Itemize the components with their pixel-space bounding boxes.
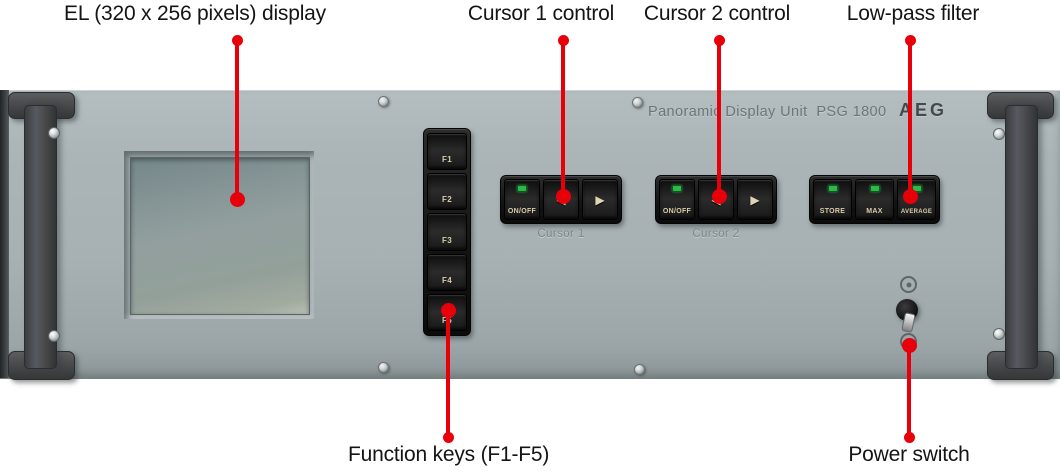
max-key[interactable]: MAX <box>855 179 894 220</box>
f2-key-label: F2 <box>442 195 452 205</box>
led-indicator-icon <box>869 185 880 192</box>
average-key-label: AVERAGE <box>900 209 933 215</box>
indicator-dot-icon <box>906 282 911 287</box>
function-key-block: F1 F2 F3 F4 F5 <box>423 128 471 336</box>
callout-dot <box>905 35 916 46</box>
callout-dot <box>443 432 454 443</box>
chassis-left-edge <box>0 90 9 378</box>
cursor2-onoff-key[interactable]: ON/OFF <box>659 179 695 220</box>
el-display-screen <box>130 157 310 315</box>
callout-dot <box>230 192 245 207</box>
f2-key[interactable]: F2 <box>427 173 467 211</box>
led-indicator-icon <box>517 185 527 192</box>
max-key-label: MAX <box>866 208 883 215</box>
led-indicator-icon <box>827 185 838 192</box>
cursor1-right-key[interactable]: ▶ <box>582 179 618 220</box>
store-key[interactable]: STORE <box>813 179 852 220</box>
store-key-label: STORE <box>819 208 846 215</box>
callout-dot <box>441 303 456 318</box>
screw-icon <box>634 364 645 375</box>
callout-dot <box>712 189 727 204</box>
right-arrow-icon: ▶ <box>595 193 605 207</box>
callout-dot <box>903 189 918 204</box>
screw-icon <box>632 97 643 108</box>
f4-key[interactable]: F4 <box>427 253 467 291</box>
screw-icon <box>993 328 1005 340</box>
screw-icon <box>378 96 389 107</box>
screw-icon <box>48 330 60 342</box>
right-arrow-icon: ▶ <box>750 193 760 207</box>
cursor1-caption: Cursor 1 <box>537 228 585 240</box>
callout-line-lowpass <box>908 40 912 196</box>
label-el-display: EL (320 x 256 pixels) display <box>64 2 326 25</box>
f1-key-label: F1 <box>442 155 452 165</box>
callout-dot <box>714 35 725 46</box>
callout-dot <box>558 35 569 46</box>
callout-line-cursor1 <box>561 40 565 196</box>
led-indicator-icon <box>672 185 682 192</box>
indicator-ring-icon <box>900 276 917 293</box>
callout-line-power-switch <box>907 347 911 436</box>
cursor1-onoff-label: ON/OFF <box>507 208 537 215</box>
callout-dot <box>232 35 243 46</box>
screw-icon <box>48 127 60 139</box>
callout-line-cursor2 <box>717 40 721 196</box>
screw-icon <box>378 362 389 373</box>
f4-key-label: F4 <box>442 275 452 285</box>
label-cursor2-control: Cursor 2 control <box>643 2 791 25</box>
callout-dot <box>556 189 571 204</box>
label-power-switch: Power switch <box>848 443 970 466</box>
cursor2-caption: Cursor 2 <box>692 228 740 240</box>
cursor2-right-key[interactable]: ▶ <box>737 179 773 220</box>
filter-key-block: STORE MAX AVERAGE <box>809 175 940 224</box>
f3-key-label: F3 <box>442 235 452 245</box>
screw-icon <box>993 128 1005 140</box>
callout-line-el-display <box>235 40 239 199</box>
callout-line-function-keys <box>446 312 450 436</box>
f3-key[interactable]: F3 <box>427 213 467 251</box>
model-text: Panoramic Display Unit PSG 1800 <box>648 104 887 120</box>
f1-key[interactable]: F1 <box>427 133 467 171</box>
cursor2-onoff-label: ON/OFF <box>662 208 692 215</box>
cursor1-onoff-key[interactable]: ON/OFF <box>504 179 540 220</box>
label-function-keys: Function keys (F1-F5) <box>348 443 550 466</box>
label-cursor1-control: Cursor 1 control <box>467 2 615 25</box>
cursor1-key-block: ON/OFF ◀ ▶ <box>500 175 622 224</box>
left-handle-bar <box>24 105 57 369</box>
right-handle-bar <box>1005 105 1038 369</box>
brand-logo: AEG <box>899 100 948 120</box>
callout-dot <box>902 338 917 353</box>
label-lowpass-filter: Low-pass filter <box>846 2 980 25</box>
callout-dot <box>904 432 915 443</box>
